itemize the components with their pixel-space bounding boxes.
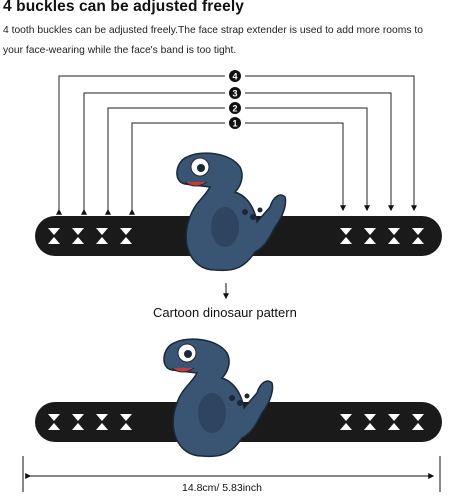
caption-label: Cartoon dinosaur pattern <box>153 305 297 320</box>
line-buckle-2-right <box>245 107 370 212</box>
line-buckle-1 <box>129 122 225 215</box>
marker-1-label: 1 <box>232 118 237 128</box>
description-text: 4 tooth buckles can be adjusted freely.T… <box>3 25 423 56</box>
dimension-label: 14.8cm/ 5.83inch <box>182 482 262 494</box>
line-buckle-4-right <box>245 75 417 212</box>
line-buckle-3 <box>81 92 225 215</box>
buckle-marker-4: 4 <box>229 70 241 82</box>
line-buckle-4 <box>56 75 225 215</box>
line-buckle-3-right <box>245 92 394 212</box>
marker-4-label: 4 <box>232 71 237 81</box>
dimension-line <box>22 456 441 492</box>
marker-3-label: 3 <box>232 88 237 98</box>
buckle-marker-2: 2 <box>229 102 241 114</box>
dinosaur-top-icon <box>176 152 287 272</box>
page-title: 4 buckles can be adjusted freely <box>3 0 244 15</box>
buckle-marker-3: 3 <box>229 87 241 99</box>
line-buckle-2 <box>105 107 225 215</box>
buckle-marker-1: 1 <box>229 117 241 129</box>
dinosaur-bottom-icon <box>163 338 274 458</box>
marker-2-label: 2 <box>232 103 237 113</box>
adjustment-lines <box>56 75 417 215</box>
line-buckle-1-right <box>245 122 346 212</box>
